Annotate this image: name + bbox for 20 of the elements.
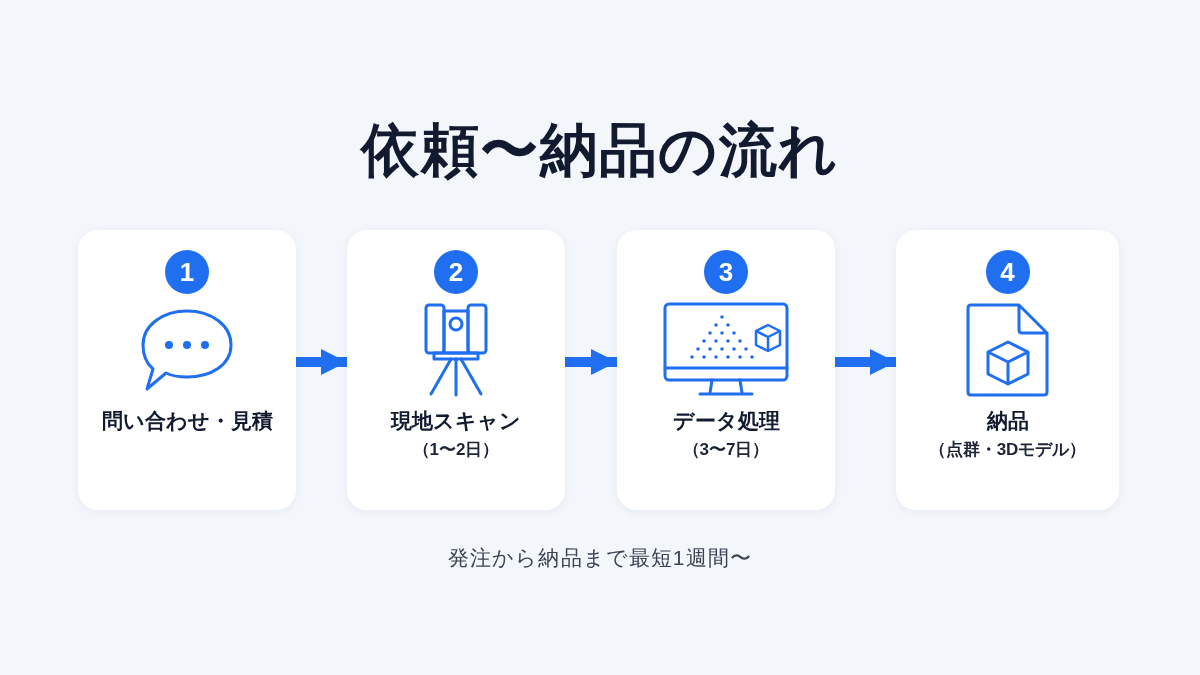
step-duration: （1〜2日） bbox=[411, 439, 501, 461]
step-number: 4 bbox=[985, 250, 1030, 294]
step-duration: （3〜7日） bbox=[681, 439, 771, 461]
step-title: データ処理 bbox=[671, 408, 781, 434]
step-card bbox=[78, 230, 296, 510]
step-title: 現地スキャン bbox=[389, 408, 522, 434]
footnote: 発注から納品まで最短1週間〜 bbox=[448, 545, 752, 571]
step-number: 2 bbox=[434, 250, 478, 294]
step-number: 3 bbox=[704, 250, 748, 294]
step-card bbox=[896, 230, 1119, 510]
arrow bbox=[565, 349, 617, 375]
step-number: 1 bbox=[165, 250, 209, 294]
step-card bbox=[347, 230, 565, 510]
step-title: 問い合わせ・見積 bbox=[100, 408, 274, 434]
step-card bbox=[617, 230, 835, 510]
step-duration: （点群・3Dモデル） bbox=[927, 439, 1088, 461]
step-title: 納品 bbox=[985, 408, 1030, 434]
arrow bbox=[835, 349, 896, 375]
arrow bbox=[296, 349, 347, 375]
title: 依頼〜納品の流れ bbox=[361, 116, 839, 184]
